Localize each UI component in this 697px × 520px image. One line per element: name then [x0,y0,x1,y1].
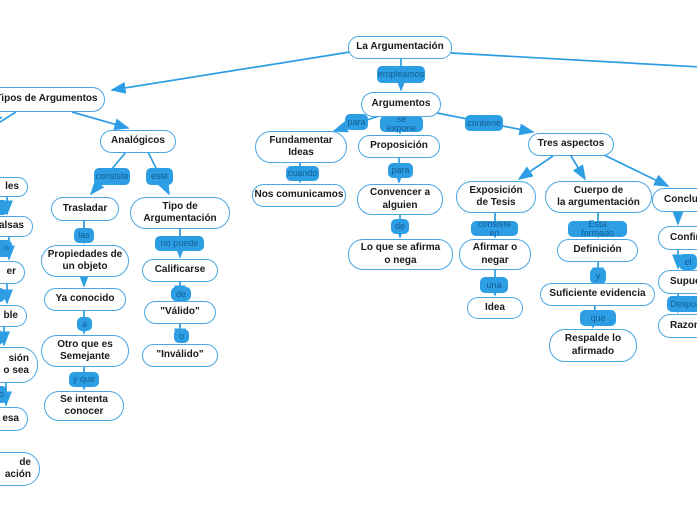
link-label-el[interactable]: el [679,254,697,270]
link-label-consiste-en[interactable]: consiste en [471,219,518,237]
link-label-para[interactable]: para [345,114,368,130]
node-supuesto-cut[interactable]: Supues [658,270,697,294]
node-invalido[interactable]: "Inválido" [142,344,218,367]
node-argumentos[interactable]: Argumentos [361,92,441,117]
link-label-esta-formado[interactable]: Esta formado [568,220,627,238]
node-razonamiento-cut[interactable]: Razona [658,314,697,338]
node-lo-que-se-afirma[interactable]: Lo que se afirma o nega [348,239,453,270]
node-propiedades-de-un-objeto[interactable]: Propiedades de un objeto [41,245,129,277]
node-left-cut-5[interactable]: sión o sea [0,347,38,383]
link-label-contiene[interactable]: contiene [465,115,503,131]
link-label-y-que[interactable]: y que [69,372,99,387]
link-label-consiste[interactable]: consiste [94,168,130,185]
node-calificarse[interactable]: Calificarse [142,259,218,282]
node-tipo-de-argumentacion[interactable]: Tipo de Argumentación [130,197,230,229]
link-label-que[interactable]: que [580,310,616,326]
link-label-a[interactable]: a [77,317,92,331]
node-fundamentar-ideas[interactable]: Fundamentar Ideas [255,131,347,163]
link-label-no-puede[interactable]: no puede [155,236,204,251]
node-tres-aspectos[interactable]: Tres aspectos [528,133,614,156]
node-otro-que-es-semejante[interactable]: Otro que es Semejante [41,335,129,367]
node-valido[interactable]: "Válido" [144,301,216,324]
node-proposicion[interactable]: Proposición [358,135,440,158]
node-convencer-a-alguien[interactable]: Convencer a alguien [357,184,443,215]
link-label-empleamos[interactable]: empleamos [377,66,425,83]
node-conclusion-cut[interactable]: Conclus [652,188,697,212]
node-ya-conocido[interactable]: Ya conocido [44,288,126,311]
node-suficiente-evidencia[interactable]: Suficiente evidencia [540,283,655,306]
node-left-cut-2[interactable]: alsas [0,216,33,237]
link-label-de-convencer[interactable]: de [391,219,409,234]
link-left-cut-1[interactable] [0,200,8,215]
link-label-se-expone[interactable]: se expone [380,115,423,133]
node-exposicion-de-tesis[interactable]: Exposición de Tesis [456,181,536,213]
link-label-despues[interactable]: Después [667,296,697,312]
node-cuerpo-de-la-argumentacion[interactable]: Cuerpo de la argumentación [545,181,652,213]
node-trasladar[interactable]: Trasladar [51,197,119,221]
node-se-intenta-conocer[interactable]: Se intenta conocer [44,391,124,421]
link-left-cut-2[interactable]: n [0,240,12,257]
node-nos-comunicamos[interactable]: Nos comunicamos [252,184,346,207]
link-label-de-calificarse[interactable]: de [171,287,191,301]
link-left-cut-5[interactable]: o [0,386,7,403]
node-tipos-de-argumentos[interactable]: Tipos de Argumentos [0,87,105,112]
node-left-cut-4[interactable]: ble [0,305,27,327]
link-label-y[interactable]: y [590,268,606,284]
node-afirmar-o-negar[interactable]: Afirmar o negar [459,239,531,270]
link-label-este[interactable]: este [146,168,173,185]
link-label-cuando[interactable]: cuando [286,166,319,181]
node-left-cut-3[interactable]: er [0,261,25,284]
node-left-cut-1[interactable]: les [0,177,28,197]
link-label-para-convencer[interactable]: para [388,163,413,178]
node-respalde-lo-afirmado[interactable]: Respalde lo afirmado [549,329,637,362]
node-left-cut-6[interactable]: esa [0,407,28,431]
node-analogicos[interactable]: Analógicos [100,130,176,153]
link-label-las[interactable]: las [74,228,94,243]
node-la-argumentacion[interactable]: La Argumentación [348,36,452,59]
link-label-una[interactable]: una [480,277,508,293]
node-idea[interactable]: Idea [467,297,523,319]
node-left-cut-7[interactable]: de ación [0,452,40,486]
link-label-o[interactable]: o [174,329,189,343]
node-definicion[interactable]: Definición [557,239,638,262]
node-confirmacion-cut[interactable]: Confirm [658,226,697,250]
